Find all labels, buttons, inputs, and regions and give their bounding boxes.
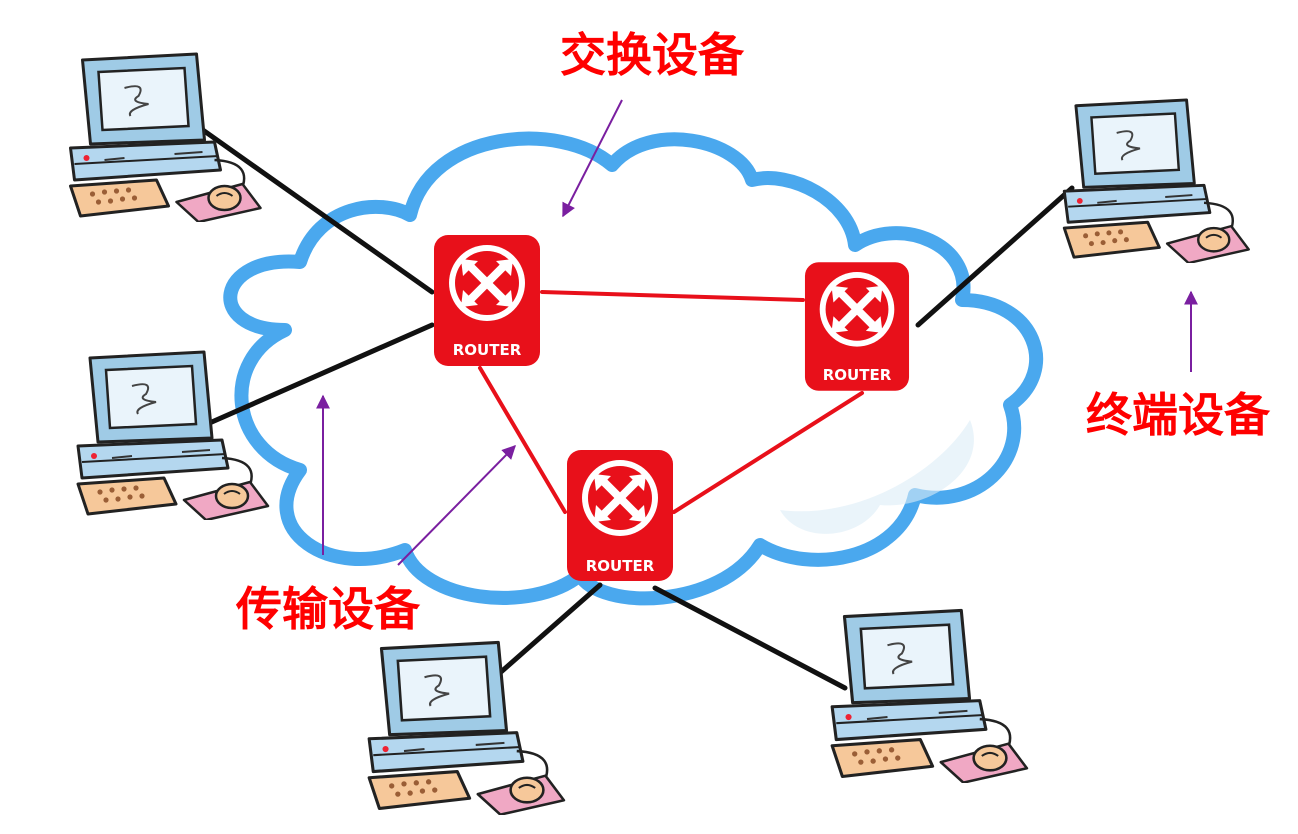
terminal-right: [1062, 98, 1251, 263]
link-router-top-bottom: [478, 366, 567, 514]
link-pc-top-left: [197, 125, 435, 295]
arrow-switching: [562, 99, 623, 218]
terminal-bottom-left: [367, 640, 566, 815]
router-right: ROUTER: [805, 262, 909, 391]
terminal-equipment-label: 终端设备: [1086, 388, 1270, 442]
router-label: ROUTER: [823, 366, 892, 384]
link-pc-bottom-left: [482, 582, 603, 689]
link-router-top-right: [540, 290, 805, 302]
router-label: ROUTER: [586, 557, 655, 575]
router-label: ROUTER: [453, 341, 522, 359]
link-pc-mid-left: [202, 322, 435, 428]
terminal-links: [197, 125, 1075, 691]
terminal-top-left: [68, 52, 263, 222]
annotation-arrows: [316, 99, 1198, 566]
link-router-right-bottom: [672, 391, 864, 514]
router-links: [478, 290, 864, 514]
transmission-equipment-label: 传输设备: [236, 582, 420, 636]
arrow-transmission-right: [397, 445, 516, 566]
link-pc-bottom-right: [652, 585, 848, 691]
switching-equipment-label: 交换设备: [560, 28, 744, 82]
network-cloud: [223, 131, 1043, 606]
terminal-bottom-right: [830, 608, 1029, 783]
router-bottom: ROUTER: [567, 450, 673, 581]
router-top-left: ROUTER: [434, 235, 540, 366]
link-pc-right: [915, 185, 1075, 328]
